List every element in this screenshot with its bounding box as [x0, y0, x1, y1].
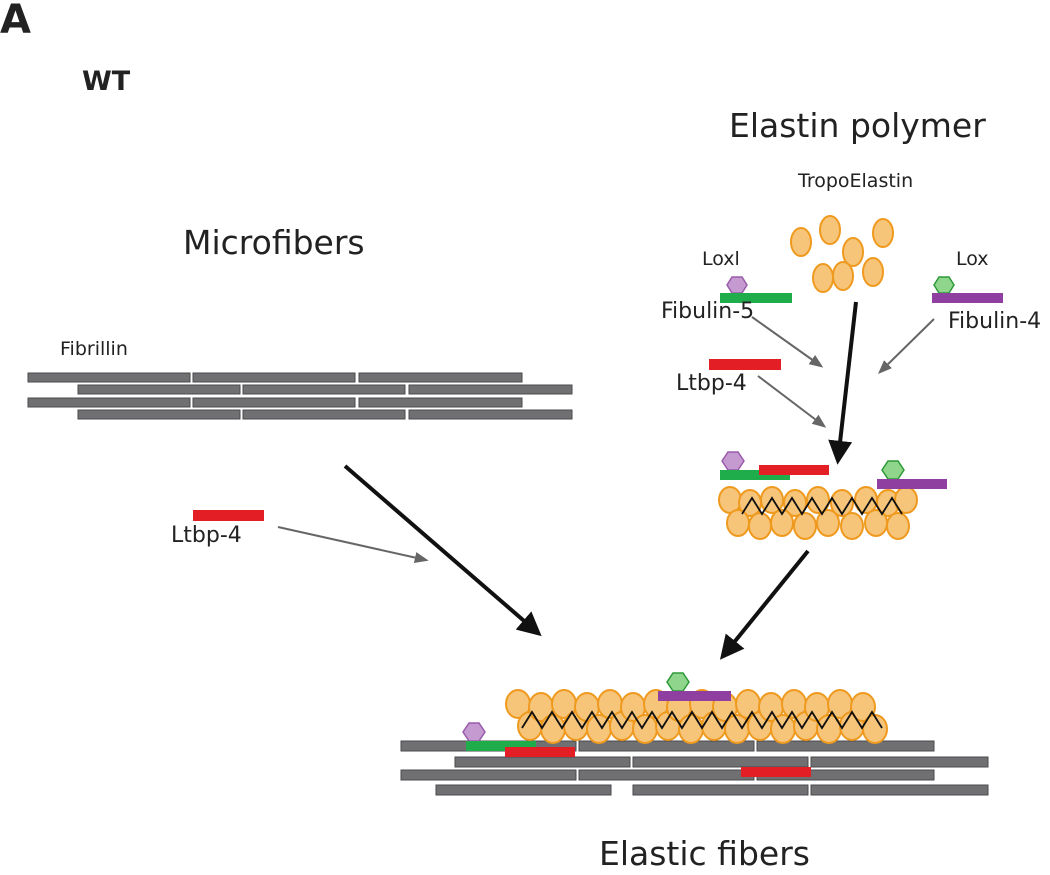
elastin-monomer [678, 714, 704, 744]
elastin-monomer [862, 714, 888, 744]
fibulin5-bar [720, 293, 792, 303]
elastin-monomer [748, 512, 772, 540]
ltbp4-bar-microfiber [193, 510, 264, 521]
ltbp4-label-microfiber: Ltbp-4 [171, 523, 242, 548]
elastin-monomer [830, 489, 854, 517]
fibrillin-segment [578, 740, 755, 752]
ltbp4-bar-elastin [709, 359, 781, 370]
fibrillin-segment [192, 397, 356, 408]
fibulin5-label: Fibulin-5 [661, 299, 755, 324]
fibrillin-segment [242, 409, 406, 420]
tropoelastin-monomer [790, 227, 812, 257]
loxl-hexagon-fiber [462, 722, 486, 742]
tropoelastin-monomer [812, 263, 834, 293]
ltbp4-bar-fiber [505, 747, 575, 757]
fibrillin-segment [400, 769, 577, 781]
crosslink-chain [741, 496, 903, 516]
lox-hexagon-fiber [666, 672, 690, 692]
fibulin5-bar-bound [720, 470, 790, 480]
arrow-fibulin4-to-assembly [878, 318, 935, 374]
condition-label: WT [82, 66, 131, 97]
elastin-monomer [850, 692, 876, 722]
fibrillin-segment [358, 372, 523, 383]
lox-hexagon-bound [881, 460, 905, 480]
tropoelastin-label: TropoElastin [798, 170, 914, 192]
arrow-tropoelastin-to-polymer [828, 301, 858, 465]
fibrillin-segment [408, 384, 573, 395]
arrow-microfibers-to-elastic-fibers [343, 464, 542, 637]
fibrillin-segment [358, 397, 523, 408]
crosslink-chain-bottom [521, 710, 883, 730]
fibrillin-segment [77, 409, 241, 420]
panel-label: A [0, 0, 31, 43]
tropoelastin-monomers [790, 215, 894, 293]
elastin-monomer [540, 714, 566, 744]
lox-label: Lox [956, 248, 989, 270]
arrow-ltbp4-to-elastic-fibers [277, 526, 429, 564]
elastin-polymer-title: Elastin polymer [729, 106, 986, 145]
loxl-hexagon-bound [721, 451, 745, 471]
tropoelastin-monomer [832, 261, 854, 291]
fibrillin-segment [632, 756, 809, 768]
elastin-monomer [816, 509, 840, 537]
elastin-monomer [793, 512, 817, 540]
fibulin4-label: Fibulin-4 [948, 309, 1042, 334]
fibrillin-segment [27, 397, 191, 408]
arrow-ltbp4-to-polymer [757, 375, 827, 428]
fibrillin-segment [192, 372, 356, 383]
lox-hexagon [933, 276, 955, 294]
fibrillin-segment [408, 409, 573, 420]
tropoelastin-monomer [842, 237, 864, 267]
elastin-monomer [770, 509, 794, 537]
elastin-polymer-cluster [718, 486, 918, 540]
fibrillin-segment [810, 784, 989, 796]
loxl-hexagon [726, 276, 748, 294]
fibrillin-segment [435, 784, 612, 796]
fibrillin-segment [242, 384, 406, 395]
ltbp4-bar-bound [759, 465, 829, 475]
microfibers-title: Microfibers [183, 223, 365, 262]
tropoelastin-monomer [872, 218, 894, 248]
elastin-monomer [840, 512, 864, 540]
loxl-label: Loxl [702, 248, 740, 270]
elastin-monomer [770, 714, 796, 744]
fibrillin-segment [578, 769, 755, 781]
tropoelastin-monomer [819, 215, 841, 245]
elastin-monomer [886, 512, 910, 540]
elastic-fibers-title: Elastic fibers [599, 834, 810, 873]
fibrillin-label: Fibrillin [60, 338, 128, 360]
elastin-monomer [806, 486, 830, 514]
fibrillin-microfiber-bundle [27, 372, 573, 420]
tropoelastin-monomer [862, 257, 884, 287]
fibrillin-segment [756, 740, 935, 752]
fibulin4-bar-bound [877, 479, 947, 489]
ltbp4-bar-fiber-2 [741, 767, 811, 777]
arrow-polymer-to-elastic-fibers [719, 549, 810, 660]
fibrillin-segment [810, 756, 989, 768]
fibrillin-segment [632, 784, 809, 796]
arrow-fibulin5-to-assembly [751, 316, 824, 368]
fibulin4-bar [932, 293, 1003, 303]
fibrillin-segment [77, 384, 241, 395]
fibrillin-segment [454, 756, 631, 768]
fibrillin-segment [27, 372, 191, 383]
ltbp4-label-elastin: Ltbp-4 [676, 371, 747, 396]
elastin-monomer [726, 509, 750, 537]
fibulin4-bar-fiber [658, 691, 731, 701]
elastin-monomer [864, 509, 888, 537]
fibulin5-bar-fiber [466, 741, 536, 751]
